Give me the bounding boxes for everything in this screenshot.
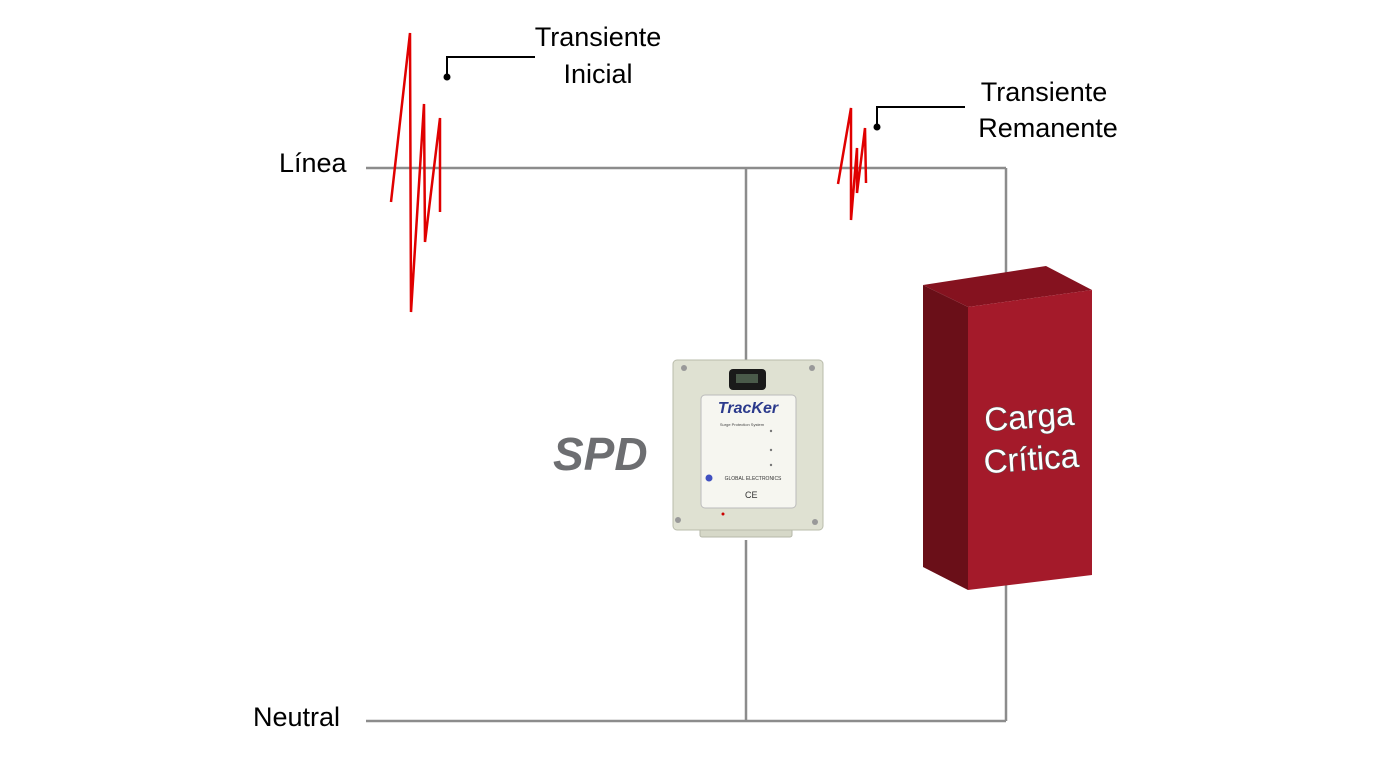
initial-transient-leader — [443, 56, 535, 81]
device-brand: TracKer — [718, 400, 779, 417]
remanent-transient-leader — [873, 106, 965, 131]
circuit-wires — [366, 166, 1008, 723]
initial-transient-label-1: Transiente — [535, 22, 662, 52]
initial-transient-label-2: Inicial — [563, 59, 632, 89]
line-label: Línea — [279, 148, 348, 178]
remanent-transient-label-1: Transiente — [981, 77, 1108, 107]
device-ce-mark: CE — [745, 490, 758, 500]
spd-device: TracKer Surge Protection System GLOBAL E… — [672, 359, 824, 538]
device-maker: GLOBAL ELECTRONICS — [725, 476, 782, 482]
load-label-2: Crítica — [982, 437, 1080, 481]
initial-transient-waveform — [389, 32, 442, 313]
device-subtitle: Surge Protection System — [720, 422, 765, 427]
remanent-transient-label-2: Remanente — [978, 113, 1118, 143]
spd-label: SPD — [553, 428, 648, 480]
critical-load-box: Carga Crítica — [923, 266, 1092, 590]
load-label-1: Carga — [983, 395, 1076, 438]
remanent-transient-waveform — [836, 107, 868, 221]
neutral-label: Neutral — [253, 702, 340, 732]
maker-logo-icon — [705, 474, 713, 482]
